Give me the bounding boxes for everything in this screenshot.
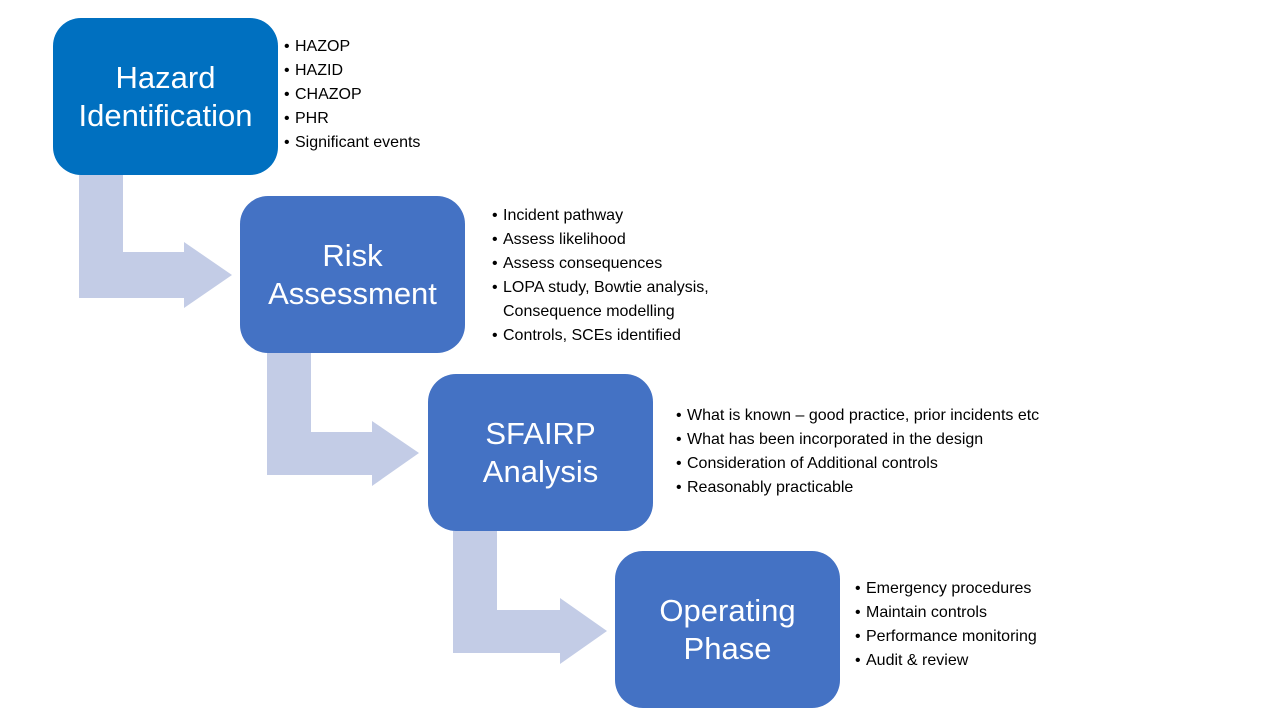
bullet-text: Emergency procedures (866, 580, 1032, 597)
step-bullets-risk-assessment: Incident pathway Assess likelihood Asses… (492, 204, 709, 348)
bullet-text: HAZOP (295, 38, 351, 55)
bullet-text: Performance monitoring (866, 628, 1037, 645)
connector-arrow-2 (267, 353, 419, 486)
bullet-text: Controls, SCEs identified (503, 327, 681, 344)
bullet-item: What has been incorporated in the design (676, 428, 1039, 452)
bullet-text: Consideration of Additional controls (687, 455, 938, 472)
step-title-line: Analysis (482, 453, 599, 489)
bullet-text: Assess likelihood (503, 231, 626, 248)
bullet-item: Consideration of Additional controls (676, 452, 1039, 476)
bullet-item: Reasonably practicable (676, 476, 1039, 500)
step-box-operating-phase: Operating Phase (615, 551, 840, 708)
step-title-line: Assessment (268, 275, 437, 311)
step-bullets-sfairp-analysis: What is known – good practice, prior inc… (676, 404, 1039, 500)
bullet-item: LOPA study, Bowtie analysis, Consequence… (492, 276, 709, 324)
connector-arrow-3 (453, 531, 607, 664)
bullet-text: LOPA study, Bowtie analysis, (503, 279, 709, 296)
connector-arrow-1 (79, 175, 232, 308)
bullet-text: What has been incorporated in the design (687, 431, 984, 448)
bullet-text: What is known – good practice, prior inc… (687, 407, 1040, 424)
bullet-text: PHR (295, 110, 329, 127)
bullet-item: Assess consequences (492, 252, 709, 276)
bullet-text: CHAZOP (295, 86, 362, 103)
bullet-item: What is known – good practice, prior inc… (676, 404, 1039, 428)
step-title-line: Phase (683, 630, 772, 666)
bullet-text: Reasonably practicable (687, 479, 854, 496)
bullet-item: Performance monitoring (855, 625, 1037, 649)
bullet-item: Maintain controls (855, 601, 1037, 625)
bullet-item: Incident pathway (492, 204, 709, 228)
step-box-hazard-identification: Hazard Identification (53, 18, 278, 175)
bullet-item: Emergency procedures (855, 577, 1037, 601)
step-title-line: Risk (322, 237, 383, 273)
bullet-item: PHR (284, 107, 420, 131)
step-bullets-operating-phase: Emergency procedures Maintain controls P… (855, 577, 1037, 673)
step-title-line: Identification (78, 97, 253, 133)
bullet-text: Audit & review (866, 652, 969, 669)
bullet-item: Audit & review (855, 649, 1037, 673)
bullet-item: Assess likelihood (492, 228, 709, 252)
bullet-text: Significant events (295, 134, 421, 151)
bullet-text: Maintain controls (866, 604, 987, 621)
step-title-line: Hazard (115, 59, 216, 95)
bullet-item: HAZOP (284, 35, 420, 59)
bullet-item: Significant events (284, 131, 420, 155)
step-title-line: Operating (659, 592, 796, 628)
bullet-text: Incident pathway (503, 207, 624, 224)
bullet-text-continued: Consequence modelling (503, 303, 675, 320)
bullet-item: HAZID (284, 59, 420, 83)
bullet-item: Controls, SCEs identified (492, 324, 709, 348)
bullet-text: HAZID (295, 62, 343, 79)
step-title-line: SFAIRP (485, 415, 596, 451)
step-box-sfairp-analysis: SFAIRP Analysis (428, 374, 653, 531)
bullet-text: Assess consequences (503, 255, 663, 272)
bullet-item: CHAZOP (284, 83, 420, 107)
step-bullets-hazard-identification: HAZOP HAZID CHAZOP PHR Significant event… (284, 35, 420, 155)
step-box-risk-assessment: Risk Assessment (240, 196, 465, 353)
